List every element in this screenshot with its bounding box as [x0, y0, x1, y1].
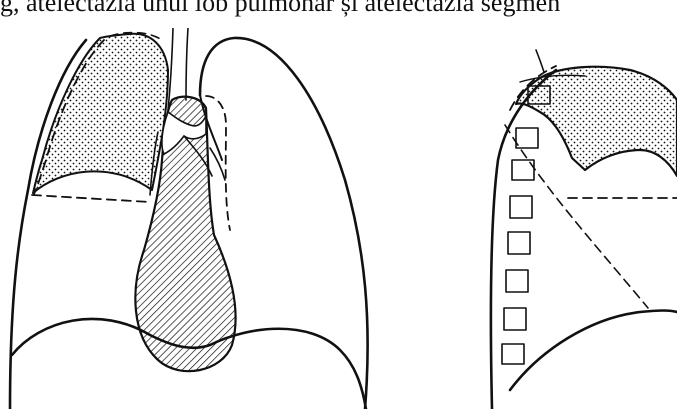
lateral-lobe-atelectasis [516, 67, 677, 176]
lateral-diaphragm [510, 311, 677, 391]
frontal-view [10, 28, 368, 409]
upper-lobe-atelectasis [33, 34, 168, 193]
horizontal-fissure-dashed [32, 195, 150, 202]
lateral-view [491, 50, 677, 409]
